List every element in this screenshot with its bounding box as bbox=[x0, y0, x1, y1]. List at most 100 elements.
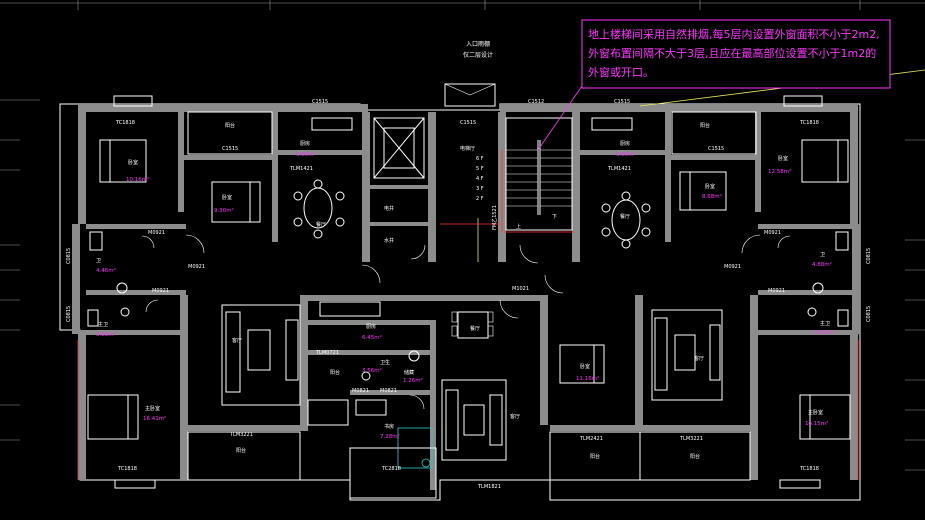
tag-c0815-r: C0815 bbox=[866, 248, 872, 264]
area-l-kit2: 6.45m² bbox=[362, 334, 382, 341]
note-line-3: 外窗或开口。 bbox=[588, 65, 654, 79]
area-l-study: 7.28m² bbox=[380, 433, 400, 440]
room-label-bedroom-right: 卧室 bbox=[778, 155, 788, 162]
note-line-1: 地上楼梯间采用自然排烟,每5层内设置外窗面积不小于2m2, bbox=[588, 27, 880, 41]
tag-tlm3221-l: TLM3221 bbox=[229, 432, 253, 438]
area-l-bath: 4.46m² bbox=[96, 267, 116, 274]
floor-6: 6 F bbox=[476, 156, 484, 162]
exterior-walls bbox=[59, 103, 861, 501]
tag-tlm1421-r: TLM1421 bbox=[607, 166, 631, 172]
room-label-kitchen-left: 厨房 bbox=[300, 140, 310, 147]
area-l-kit: 6.80m² bbox=[296, 151, 316, 158]
room-label-bath-right: 卫 bbox=[820, 252, 825, 258]
room-label-balcony-right: 阳台 bbox=[700, 122, 710, 129]
room-label-balcony-left: 阳台 bbox=[225, 122, 235, 129]
balconies bbox=[113, 95, 823, 499]
tag-c1515-tl: C1515 bbox=[312, 99, 328, 105]
tag-m0921-r3: M0921 bbox=[768, 288, 785, 294]
elevator-hall-label: 电梯厅 bbox=[460, 145, 475, 152]
room-label-dining-right: 餐厅 bbox=[620, 213, 630, 220]
room-label-storage: 储藏 bbox=[404, 369, 414, 376]
tag-tc1818-bl: TC1818 bbox=[117, 466, 137, 472]
tag-c0815-r2: C0815 bbox=[866, 306, 872, 322]
red-accents bbox=[77, 150, 859, 480]
area-l-store: 1.26m² bbox=[403, 377, 423, 384]
tag-c1512: C1512 bbox=[528, 99, 544, 105]
tag-tc1818-br: TC1818 bbox=[799, 466, 819, 472]
tag-tlm3221-r: TLM3221 bbox=[679, 436, 703, 442]
tag-tlm1821: TLM1821 bbox=[477, 484, 501, 490]
tag-c0815-l2: C0815 bbox=[66, 306, 72, 322]
area-l-bed1: 10.16m² bbox=[126, 176, 149, 183]
room-label-shaft-water: 水井 bbox=[384, 237, 394, 244]
room-label-living-left: 客厅 bbox=[232, 337, 242, 344]
room-label-study: 书房 bbox=[384, 423, 394, 430]
area-r-kit: 6.80m² bbox=[616, 151, 636, 158]
tag-m0821: M0821 bbox=[380, 388, 397, 394]
smoke-exhaust-note: 地上楼梯间采用自然排烟,每5层内设置外窗面积不小于2m2, 外窗布置间隔不大于3… bbox=[581, 19, 891, 89]
room-label-bedroom-left-2: 卧室 bbox=[222, 194, 232, 201]
tag-m0921-r1: M0921 bbox=[764, 230, 781, 236]
doors bbox=[141, 234, 791, 410]
room-label-dining-left: 餐厅 bbox=[316, 221, 326, 228]
tag-fm1521: FM乙1521 bbox=[491, 205, 498, 230]
tag-m0921-l3: M0921 bbox=[152, 288, 169, 294]
room-label-living-center: 客厅 bbox=[510, 413, 520, 420]
room-label-kitchen-center: 厨房 bbox=[366, 323, 376, 330]
room-label-master-bath-left: 主卫 bbox=[98, 321, 108, 328]
tag-c1515-l: C1515 bbox=[222, 146, 238, 152]
room-label-bedroom-left: 卧室 bbox=[128, 159, 138, 166]
furniture bbox=[87, 117, 851, 469]
area-r-bed: 12.58m² bbox=[768, 168, 791, 175]
stair-up-label: 上 bbox=[516, 223, 521, 230]
tag-tc1818-tl: TC1818 bbox=[115, 120, 135, 126]
tag-c1515-tr: C1515 bbox=[614, 99, 630, 105]
stair-down-label: 下 bbox=[552, 214, 557, 220]
entrance-label-2: 仅二层设计 bbox=[463, 51, 493, 59]
area-l-wc: 3.56m² bbox=[362, 367, 382, 374]
tag-c1515-center: C1515 bbox=[460, 120, 476, 126]
room-label-master-bath-right: 主卫 bbox=[820, 320, 830, 327]
tag-m0821-2: M0821 bbox=[352, 388, 369, 394]
room-label-balcony-right-bottom: 阳台 bbox=[690, 453, 700, 460]
top-dimension-lines bbox=[0, 0, 925, 471]
floor-3: 3 F bbox=[476, 186, 484, 192]
room-label-shaft-elec: 电井 bbox=[384, 205, 394, 212]
tag-tlm2421: TLM2421 bbox=[579, 436, 603, 442]
room-label-master-bedroom-right: 主卧室 bbox=[808, 409, 823, 416]
area-l-mbath: 3.28m² bbox=[96, 331, 116, 338]
area-r-mbath: 3.52m² bbox=[814, 329, 834, 336]
area-r-bed2: 8.68m² bbox=[702, 193, 722, 200]
floor-5: 5 F bbox=[476, 166, 484, 172]
room-label-bedroom-right-2: 卧室 bbox=[705, 183, 715, 190]
tag-tlm0721: TLM0721 bbox=[315, 350, 339, 356]
tag-c0815-l: C0815 bbox=[66, 248, 72, 264]
room-label-balcony-right-bottom-2: 阳台 bbox=[590, 453, 600, 460]
room-label-kitchen-right: 厨房 bbox=[620, 140, 630, 147]
note-line-2: 外窗布置间隔不大于3层,且应在最高部位设置不小于1m2的 bbox=[588, 46, 876, 60]
area-r-mbed: 16.15m² bbox=[805, 420, 828, 427]
room-label-bedroom-right-3: 卧室 bbox=[580, 363, 590, 370]
room-label-master-bedroom-left: 主卧室 bbox=[145, 405, 160, 412]
core bbox=[373, 83, 573, 262]
tag-tc2818: TC2818 bbox=[381, 466, 401, 472]
floor-2: 2 F bbox=[476, 196, 484, 202]
tag-tc1818-tr: TC1818 bbox=[799, 120, 819, 126]
area-l-mbed: 16.41m² bbox=[143, 415, 166, 422]
entrance-label-1: 入口雨棚 bbox=[466, 40, 490, 48]
tag-c1515-r: C1515 bbox=[708, 146, 724, 152]
tag-m0921-l1: M0921 bbox=[148, 230, 165, 236]
tag-tlm1421-l: TLM1421 bbox=[289, 166, 313, 172]
room-label-living-right: 客厅 bbox=[694, 355, 704, 362]
area-l-bed2: 9.30m² bbox=[214, 207, 234, 214]
area-r-bath: 4.88m² bbox=[812, 261, 832, 268]
room-label-dining-center: 餐厅 bbox=[470, 325, 480, 332]
room-label-toilet-center: 卫生 bbox=[380, 359, 390, 366]
room-label-bath-left: 卫 bbox=[96, 258, 101, 264]
floor-4: 4 F bbox=[476, 176, 484, 182]
room-label-balcony-left-bottom: 阳台 bbox=[236, 447, 246, 454]
tag-m0921-l2: M0921 bbox=[188, 264, 205, 270]
tag-m0921-r2: M0921 bbox=[724, 264, 741, 270]
area-r-bed3: 11.16m² bbox=[576, 375, 599, 382]
